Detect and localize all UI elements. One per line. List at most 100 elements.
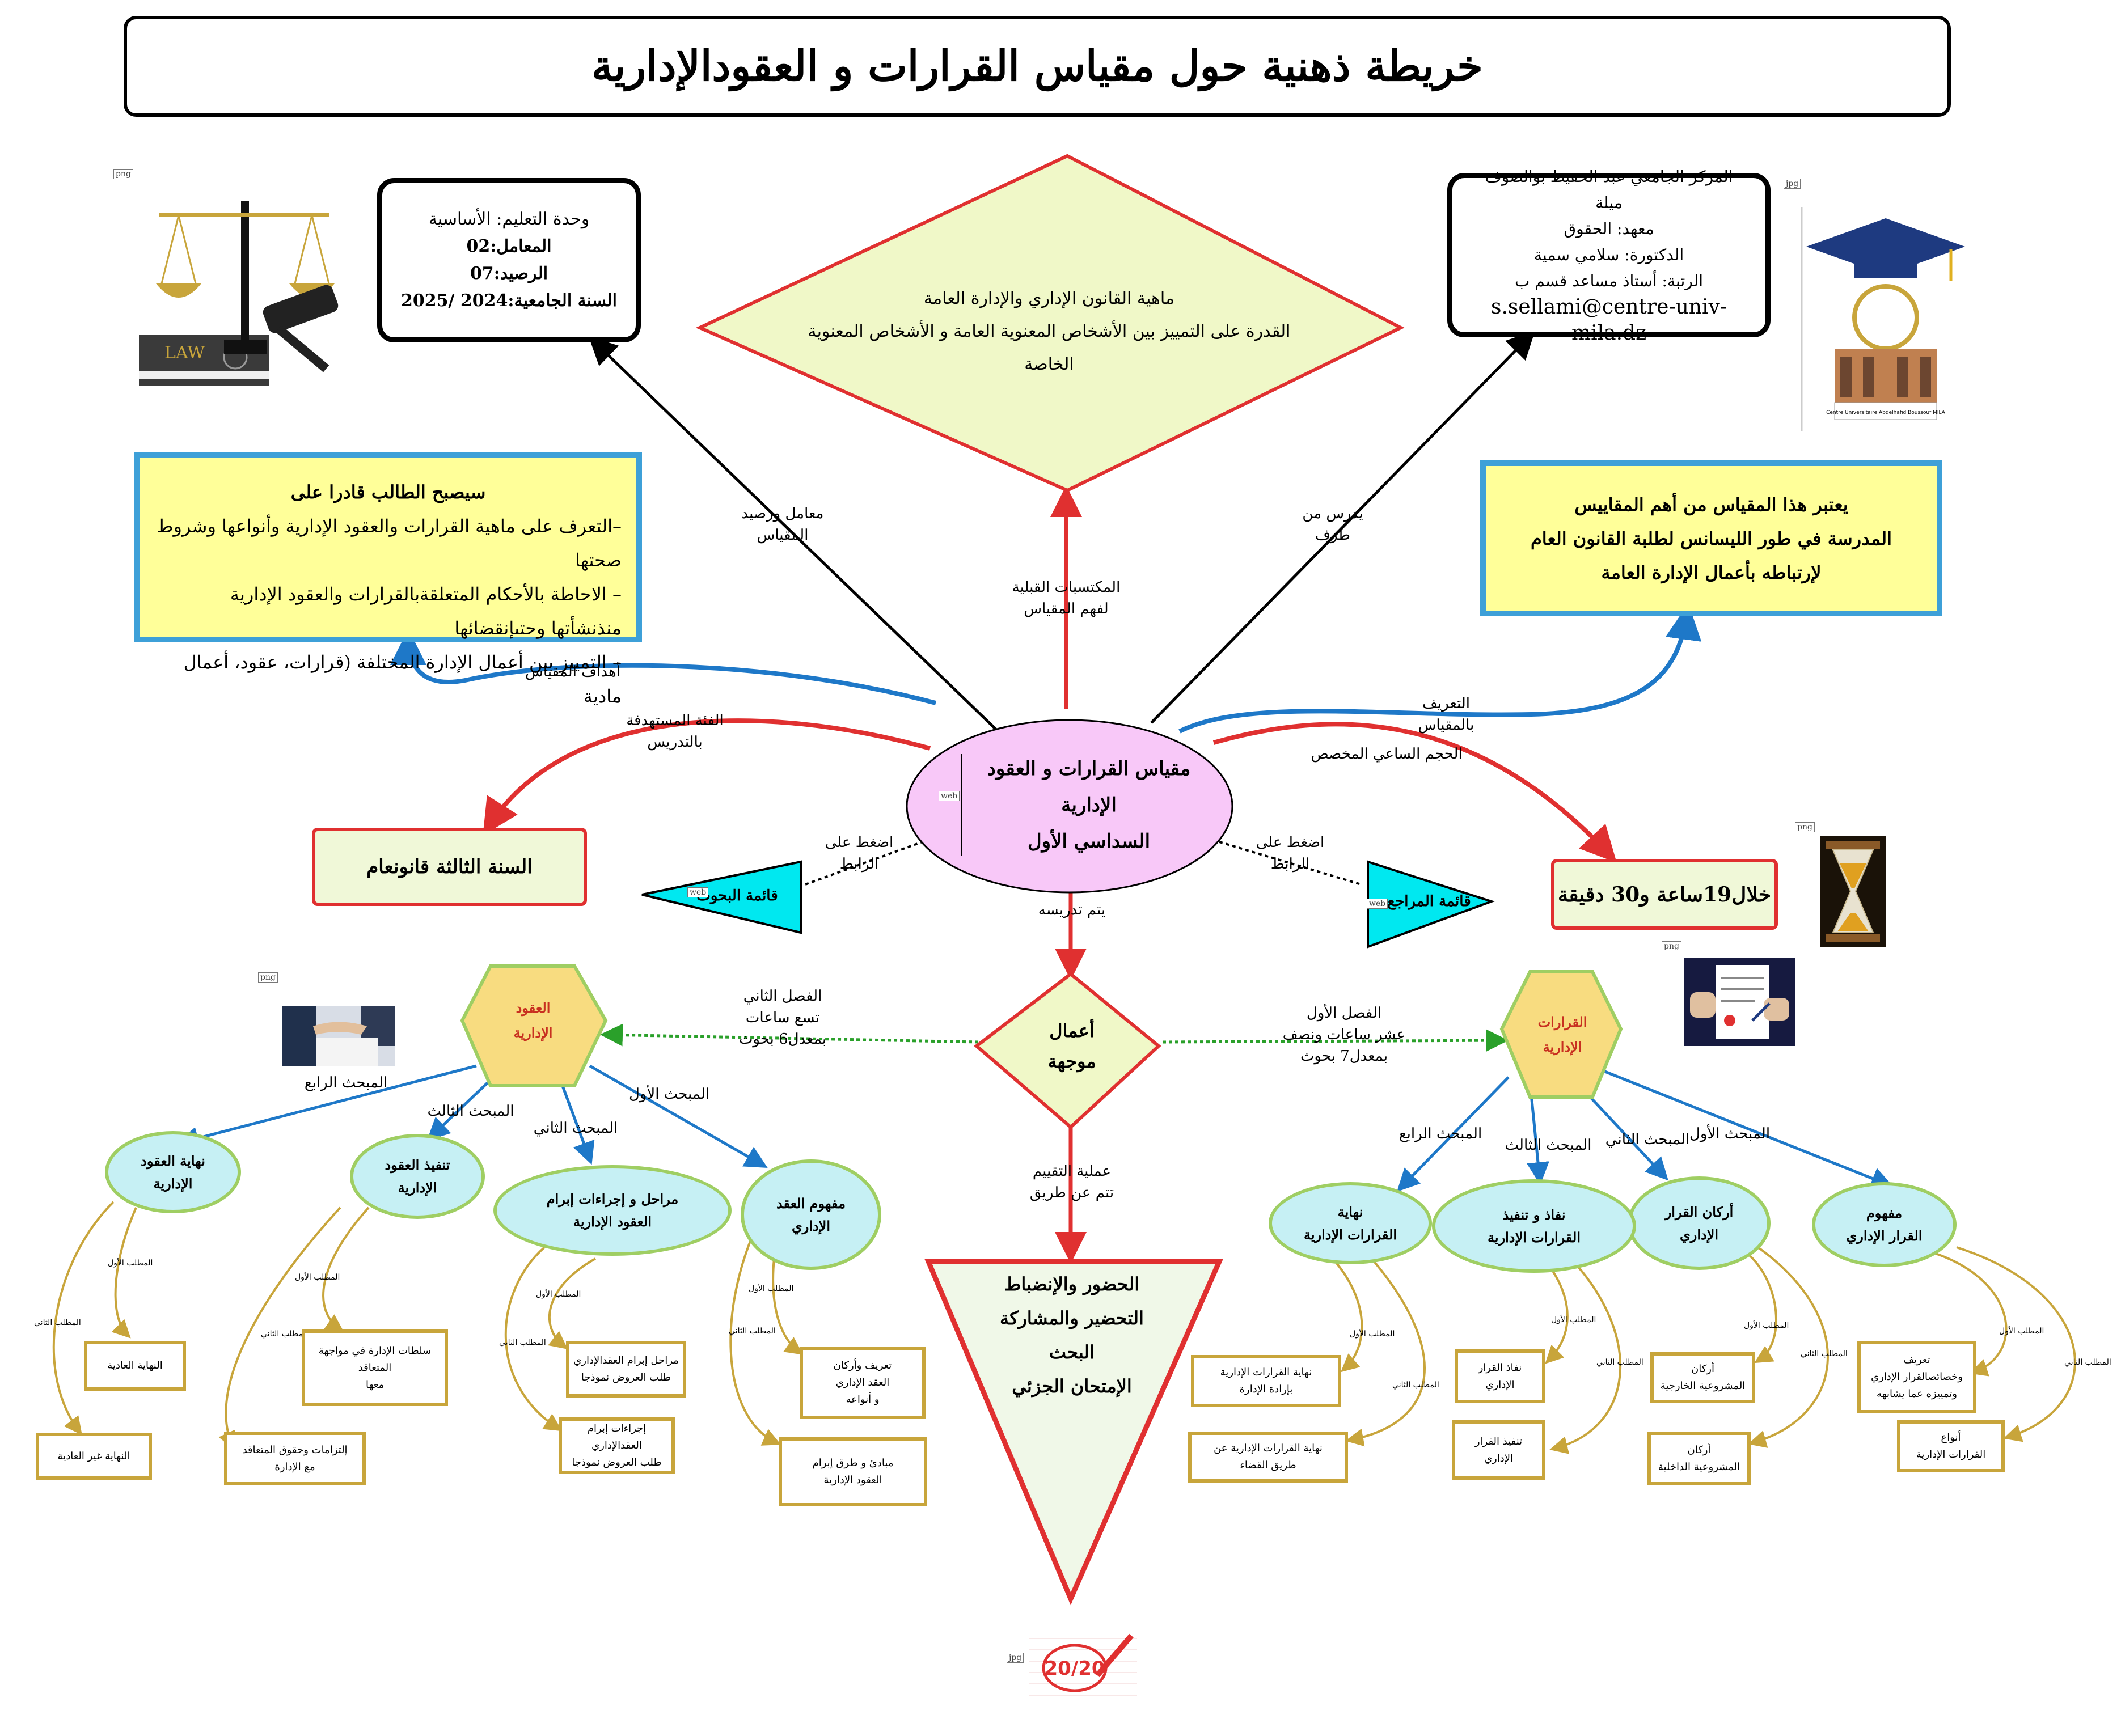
- university-caption: Centre Universitaire Abdelhafid Boussouf…: [1826, 410, 1946, 416]
- req-line: وتمييزه عما يشابهه: [1877, 1388, 1957, 1400]
- edge-d2-r2: [1748, 1246, 1829, 1448]
- req-line: سلطات الإدارة في مواجهة المتعاقد: [318, 1344, 432, 1374]
- label-line: الفصل الثاني: [743, 988, 822, 1005]
- label-line: اضغط على: [1256, 834, 1325, 851]
- edge-d-s1: [1604, 1070, 1894, 1189]
- req-line: المشروعية الخارجية: [1660, 1380, 1746, 1392]
- institution-doctor: الدكتورة: سلامي سمية: [1533, 245, 1684, 264]
- decisions-s1-req1: تعريف وخصائصالقرار الإداري وتمييزه عما ي…: [1857, 1341, 1976, 1413]
- contracts-s1-req2: مبادئ و طرق إبرام العقود الإدارية: [779, 1437, 927, 1506]
- edge-label-objectives: أهداف المقياس: [525, 663, 620, 680]
- objective-item: – التمييز بين أعمال الإدارة المختلفة (قر…: [183, 651, 622, 707]
- edge-c-s3: [426, 1076, 495, 1141]
- label-line: بالتدريس: [647, 734, 703, 751]
- references-list-button[interactable]: قائمة المراجع: [1387, 893, 1471, 910]
- edge-c2-r2: [504, 1246, 563, 1432]
- edge-d4-r2: [1345, 1252, 1426, 1447]
- objectives-heading: سيصبح الطالب قادرا على: [290, 481, 486, 503]
- label-line: تسع ساعات: [745, 1009, 820, 1026]
- edge-label-coef-credit: معامل ورصيد المقياس: [732, 499, 834, 550]
- req-line: معها: [365, 1378, 385, 1391]
- label-line: التعريف: [1422, 695, 1471, 712]
- req-line: الإداري: [1485, 1378, 1515, 1391]
- target-group-box: السنة الثالثة قانونعام: [312, 828, 587, 906]
- edge-c3-r1: [322, 1206, 370, 1332]
- tutorials-diamond: [974, 972, 1161, 1130]
- req-label: المطلب الأول: [1744, 1321, 1789, 1330]
- section-title: نهاية: [1337, 1203, 1363, 1220]
- contracts-s3-req1: سلطات الإدارة في مواجهة المتعاقد معها: [302, 1329, 448, 1406]
- label-line: بمعدل6 بحوث: [738, 1031, 827, 1048]
- institution-name: المركز الجامعي عبد الحفيظ بوالصوف ميلة: [1485, 167, 1733, 212]
- req-line: وخصائصالقرار الإداري: [1870, 1371, 1963, 1383]
- module-year: السنة الجامعية:2024 /2025: [401, 291, 617, 311]
- edge-c-s4: [176, 1064, 477, 1149]
- evaluation-node: الحضور والإنضباط التحضير والمشاركة البحث…: [964, 1267, 1180, 1420]
- edge-label-definition: التعريف بالمقياس: [1395, 689, 1497, 740]
- contracts-s4-req1: النهاية العادية: [84, 1341, 186, 1391]
- image-tag: web: [1367, 899, 1388, 909]
- contracts-section-1: مفهوم العقد الإداري: [741, 1159, 881, 1270]
- contracts-hexagon: [460, 964, 608, 1087]
- edge-d3-r1: [1545, 1263, 1569, 1364]
- center-line: مقياس القرارات و العقود: [987, 757, 1191, 780]
- tutorials-line: أعمال: [1049, 1020, 1095, 1041]
- req-label: المطلب الثاني: [1392, 1381, 1439, 1390]
- institution-email[interactable]: s.sellami@centre-univ-mila.dz: [1490, 295, 1727, 345]
- tutorials-node: أعمال موجهة: [1015, 1015, 1129, 1077]
- label-line: بمعدل7 بحوث: [1300, 1048, 1388, 1065]
- req-line: أنواع: [1941, 1432, 1961, 1443]
- decisions-s2-req1: أركان المشروعية الخارجية: [1650, 1352, 1755, 1403]
- decisions-s2-req2: أركان المشروعية الداخلية: [1647, 1432, 1751, 1485]
- objectives-box: سيصبح الطالب قادرا على –التعرف على ماهية…: [134, 452, 642, 707]
- req-label: المطلب الأول: [749, 1284, 794, 1293]
- req-line: مع الإدارة: [274, 1460, 315, 1473]
- section-title: نهاية العقود: [141, 1152, 205, 1169]
- image-tag: png: [1795, 822, 1815, 832]
- req-line: بإرادة الإدارة: [1239, 1383, 1293, 1395]
- edge-definition: [1178, 603, 1702, 734]
- research-list-button[interactable]: قائمة البحوث: [696, 887, 778, 904]
- decisions-section-4: نهاية القرارات الإدارية: [1269, 1182, 1432, 1264]
- image-tag: jpg: [1784, 179, 1801, 189]
- contracts-section-4: نهاية العقود الإدارية: [105, 1131, 241, 1213]
- req-line: القرارات الإدارية: [1916, 1449, 1986, 1460]
- req-line: تنفيذ القرار: [1474, 1435, 1523, 1447]
- edge-c4-r1: [111, 1207, 137, 1339]
- label-line: تتم عن طريق: [1029, 1184, 1114, 1201]
- edge-c-s1: [589, 1064, 768, 1168]
- decisions-section-1: مفهوم القرار الإداري: [1812, 1182, 1957, 1267]
- center-line: الإدارية: [1061, 794, 1117, 816]
- institution-institute: معهد: الحقوق: [1564, 219, 1654, 238]
- decisions-s3-req1: نفاذ القرار الإداري: [1455, 1349, 1545, 1403]
- decisions-s3-req2: تنفيذ القرار الإداري: [1452, 1420, 1545, 1480]
- edge-label-hours: الحجم الساعي المخصص: [1311, 746, 1463, 763]
- req-line: المشروعية الداخلية: [1658, 1460, 1740, 1473]
- decisions-section-label-4: المبحث الرابع: [1398, 1125, 1482, 1142]
- section-title: الإداري: [1679, 1226, 1719, 1243]
- req-label: المطلب الثاني: [1801, 1349, 1848, 1358]
- prerequisites-text: ماهية القانون الإداري والإدارة العامة ال…: [794, 272, 1304, 391]
- req-line: طلب العروض نموذجا: [581, 1371, 671, 1383]
- contracts-s4-req2: النهاية غير العادية: [36, 1433, 152, 1480]
- edge-label-click-right: اضغط على الرابط: [1248, 828, 1333, 879]
- req-label: المطلب الأول: [536, 1290, 581, 1299]
- contracts-section-2: مراحل و إجراءات إبرام العقود الإدارية: [493, 1165, 732, 1256]
- req-line: النهاية العادية: [107, 1360, 163, 1371]
- req-line: مبادئ و طرق إبرام: [812, 1457, 894, 1469]
- definition-line: يعتبر هذا المقياس من أهم المقاييس: [1574, 493, 1848, 515]
- section-title: القرار الإداري: [1846, 1227, 1923, 1244]
- scales-image: LAW: [139, 181, 360, 403]
- edge-decisions: [1162, 1029, 1509, 1052]
- decisions-node: القرارات الإدارية: [1509, 1004, 1616, 1066]
- req-label: المطلب الأول: [1999, 1327, 2044, 1336]
- definition-line: المدرسة في طور الليسانس لطلبة القانون ال…: [1530, 527, 1892, 549]
- label-line: معامل ورصيد: [741, 505, 824, 522]
- page-title: خريطة ذهنية حول مقياس القرارات و العقودا…: [124, 16, 1951, 117]
- center-ellipse: [906, 719, 1233, 894]
- req-line: تعريف: [1903, 1354, 1930, 1366]
- contracts-s2-req2: إجراءات إبرام العقدالإداري طلب العروض نم…: [559, 1417, 675, 1474]
- institution-info-box: المركز الجامعي عبد الحفيظ بوالصوف ميلة م…: [1447, 167, 1771, 345]
- decisions-section-2: أركان القرار الإداري: [1628, 1176, 1771, 1270]
- req-line: أركان: [1691, 1363, 1714, 1375]
